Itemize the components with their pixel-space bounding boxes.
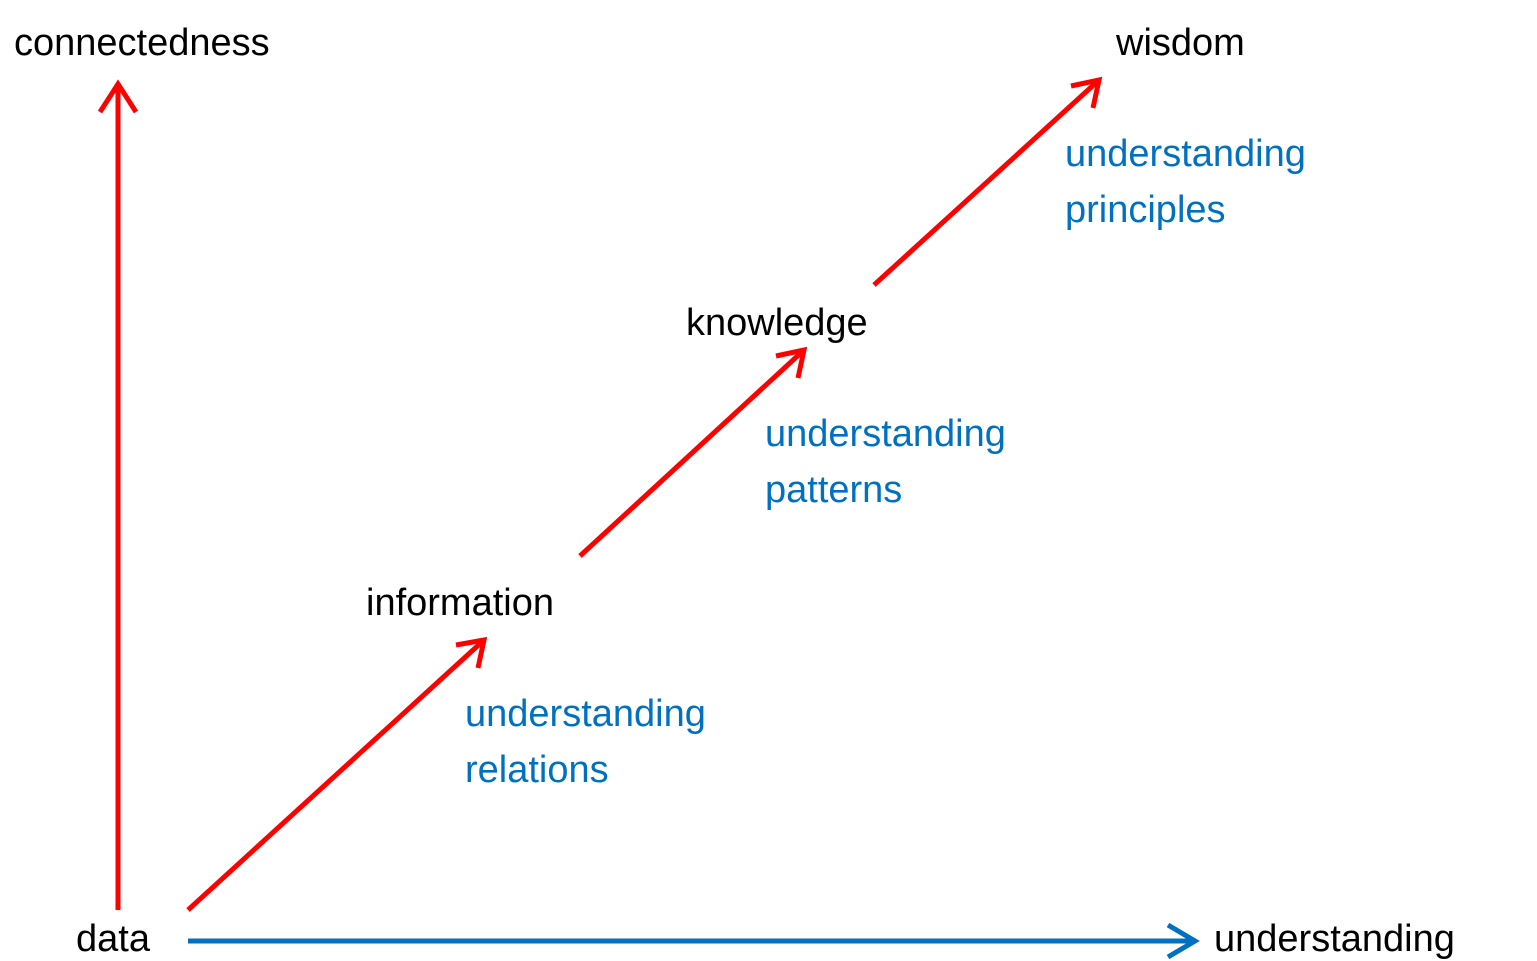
x-axis-label: understanding <box>1214 918 1455 960</box>
y-axis-label: connectedness <box>14 22 270 64</box>
note-relations: understanding relations <box>465 693 706 791</box>
node-knowledge: knowledge <box>686 302 868 344</box>
note-principles: understanding principles <box>1065 133 1306 231</box>
node-wisdom: wisdom <box>1116 22 1245 64</box>
node-data: data <box>76 918 150 960</box>
note-patterns: understanding patterns <box>765 413 1006 511</box>
arrow-knowledge-wisdom <box>872 78 1101 287</box>
arrow-information-knowledge <box>578 348 806 558</box>
node-information: information <box>366 582 554 624</box>
arrow-data-information <box>186 638 486 912</box>
